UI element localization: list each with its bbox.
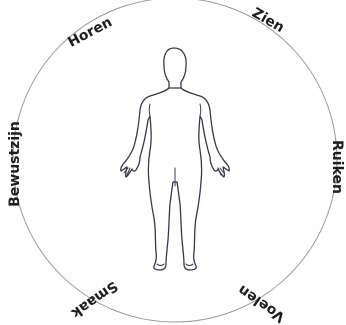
sense-label-ruiken: Ruiken xyxy=(329,140,345,194)
sense-label-bewustzijn: Bewustzijn xyxy=(7,121,23,207)
sense-label-voelen: Voelen xyxy=(235,281,288,325)
sense-label-smaak: Smaak xyxy=(67,278,120,322)
sense-label-horen: Horen xyxy=(65,14,115,51)
sense-label-zien: Zien xyxy=(249,5,287,36)
human-body-figure xyxy=(121,48,230,270)
figure-head xyxy=(164,48,186,90)
